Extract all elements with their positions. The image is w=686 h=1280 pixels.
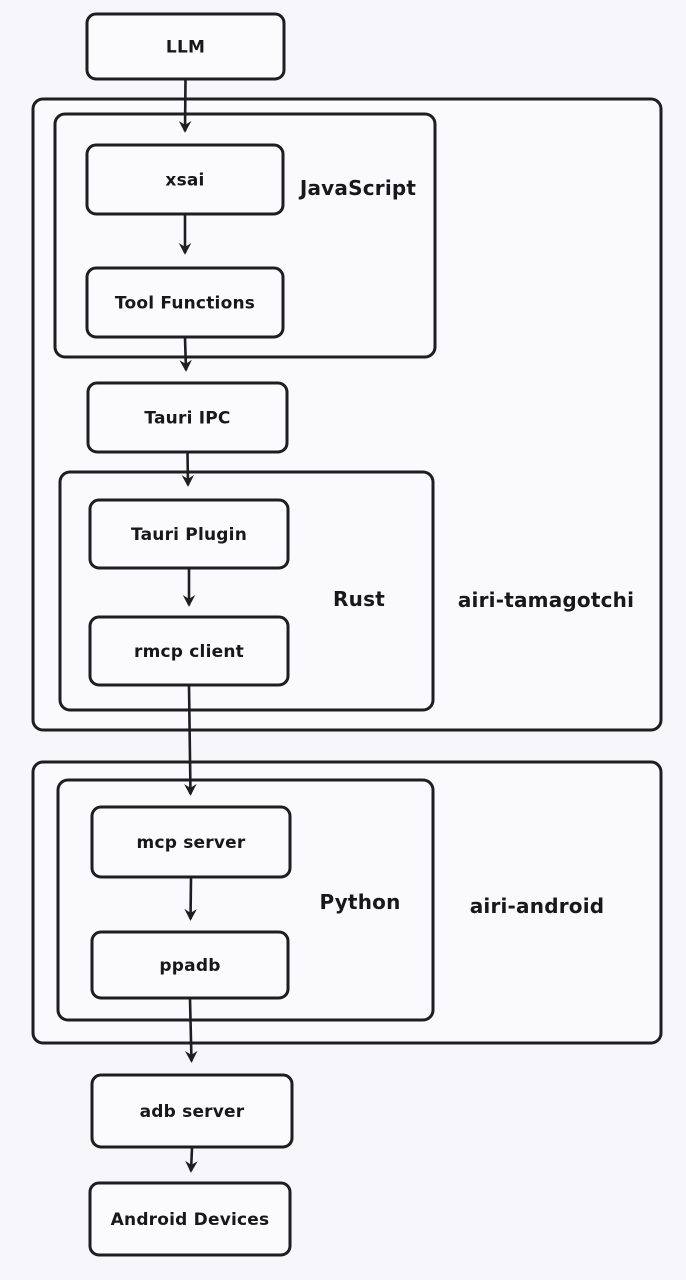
- container-label-python: Python: [319, 890, 400, 914]
- node-label-tool-functions: Tool Functions: [115, 293, 255, 313]
- node-xsai: xsai: [85, 143, 285, 216]
- node-mcp-server: mcp server: [90, 805, 292, 879]
- arrow-rmcp-client-to-mcp-server: [184, 685, 197, 796]
- node-label-llm: LLM: [166, 37, 205, 57]
- container-label-javascript: JavaScript: [298, 176, 417, 200]
- node-label-adb-server: adb server: [140, 1102, 245, 1122]
- container-label-rust: Rust: [333, 587, 385, 611]
- container-label-airi-android: airi-android: [470, 894, 605, 918]
- node-rmcp-client: rmcp client: [88, 615, 290, 687]
- container-label-airi-tamagotchi: airi-tamagotchi: [458, 588, 634, 612]
- node-tool-functions: Tool Functions: [85, 266, 285, 339]
- arrow-mcp-server-to-ppadb: [184, 877, 197, 921]
- arrow-tauri-ipc-to-tauri-plugin: [181, 452, 195, 487]
- arrow-llm-to-xsai: [178, 79, 192, 133]
- arrow-ppadb-to-adb-server: [185, 998, 198, 1063]
- node-label-xsai: xsai: [165, 170, 204, 190]
- node-llm: LLM: [85, 12, 286, 81]
- node-tauri-plugin: Tauri Plugin: [88, 498, 290, 570]
- arrow-tool-functions-to-tauri-ipc: [179, 337, 192, 372]
- node-label-tauri-plugin: Tauri Plugin: [131, 525, 247, 545]
- node-label-mcp-server: mcp server: [137, 833, 246, 853]
- node-adb-server: adb server: [90, 1073, 294, 1149]
- arrow-adb-server-to-android-devices: [185, 1147, 198, 1173]
- node-label-ppadb: ppadb: [159, 956, 220, 976]
- node-ppadb: ppadb: [90, 930, 290, 1000]
- node-tauri-ipc: Tauri IPC: [86, 381, 289, 454]
- node-label-android-devices: Android Devices: [111, 1210, 270, 1230]
- node-label-tauri-ipc: Tauri IPC: [144, 408, 230, 428]
- node-label-rmcp-client: rmcp client: [134, 642, 244, 662]
- node-android-devices: Android Devices: [88, 1181, 292, 1257]
